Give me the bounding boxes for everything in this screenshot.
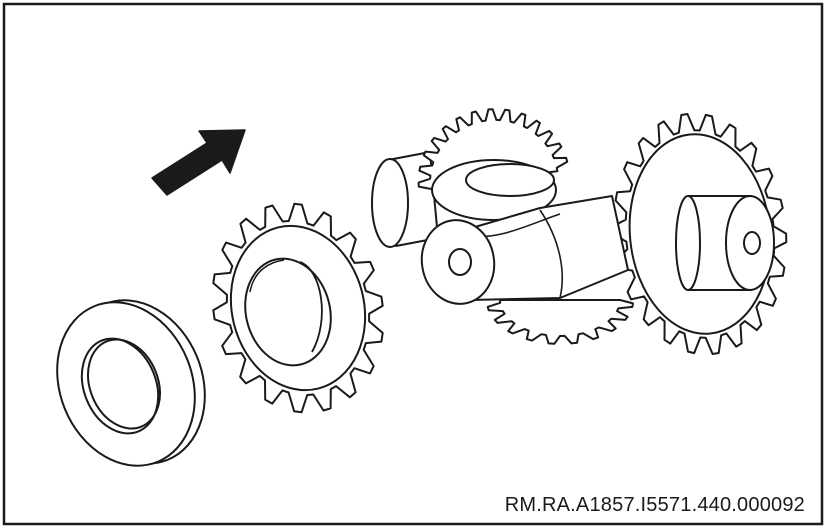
thrust-washer (56, 299, 206, 467)
figure-reference-code: RM.RA.A1857.I5571.440.000092 (504, 494, 805, 516)
installation-direction-arrow (151, 129, 246, 196)
differential-case-assembly (371, 108, 788, 355)
side-gear (212, 202, 384, 414)
